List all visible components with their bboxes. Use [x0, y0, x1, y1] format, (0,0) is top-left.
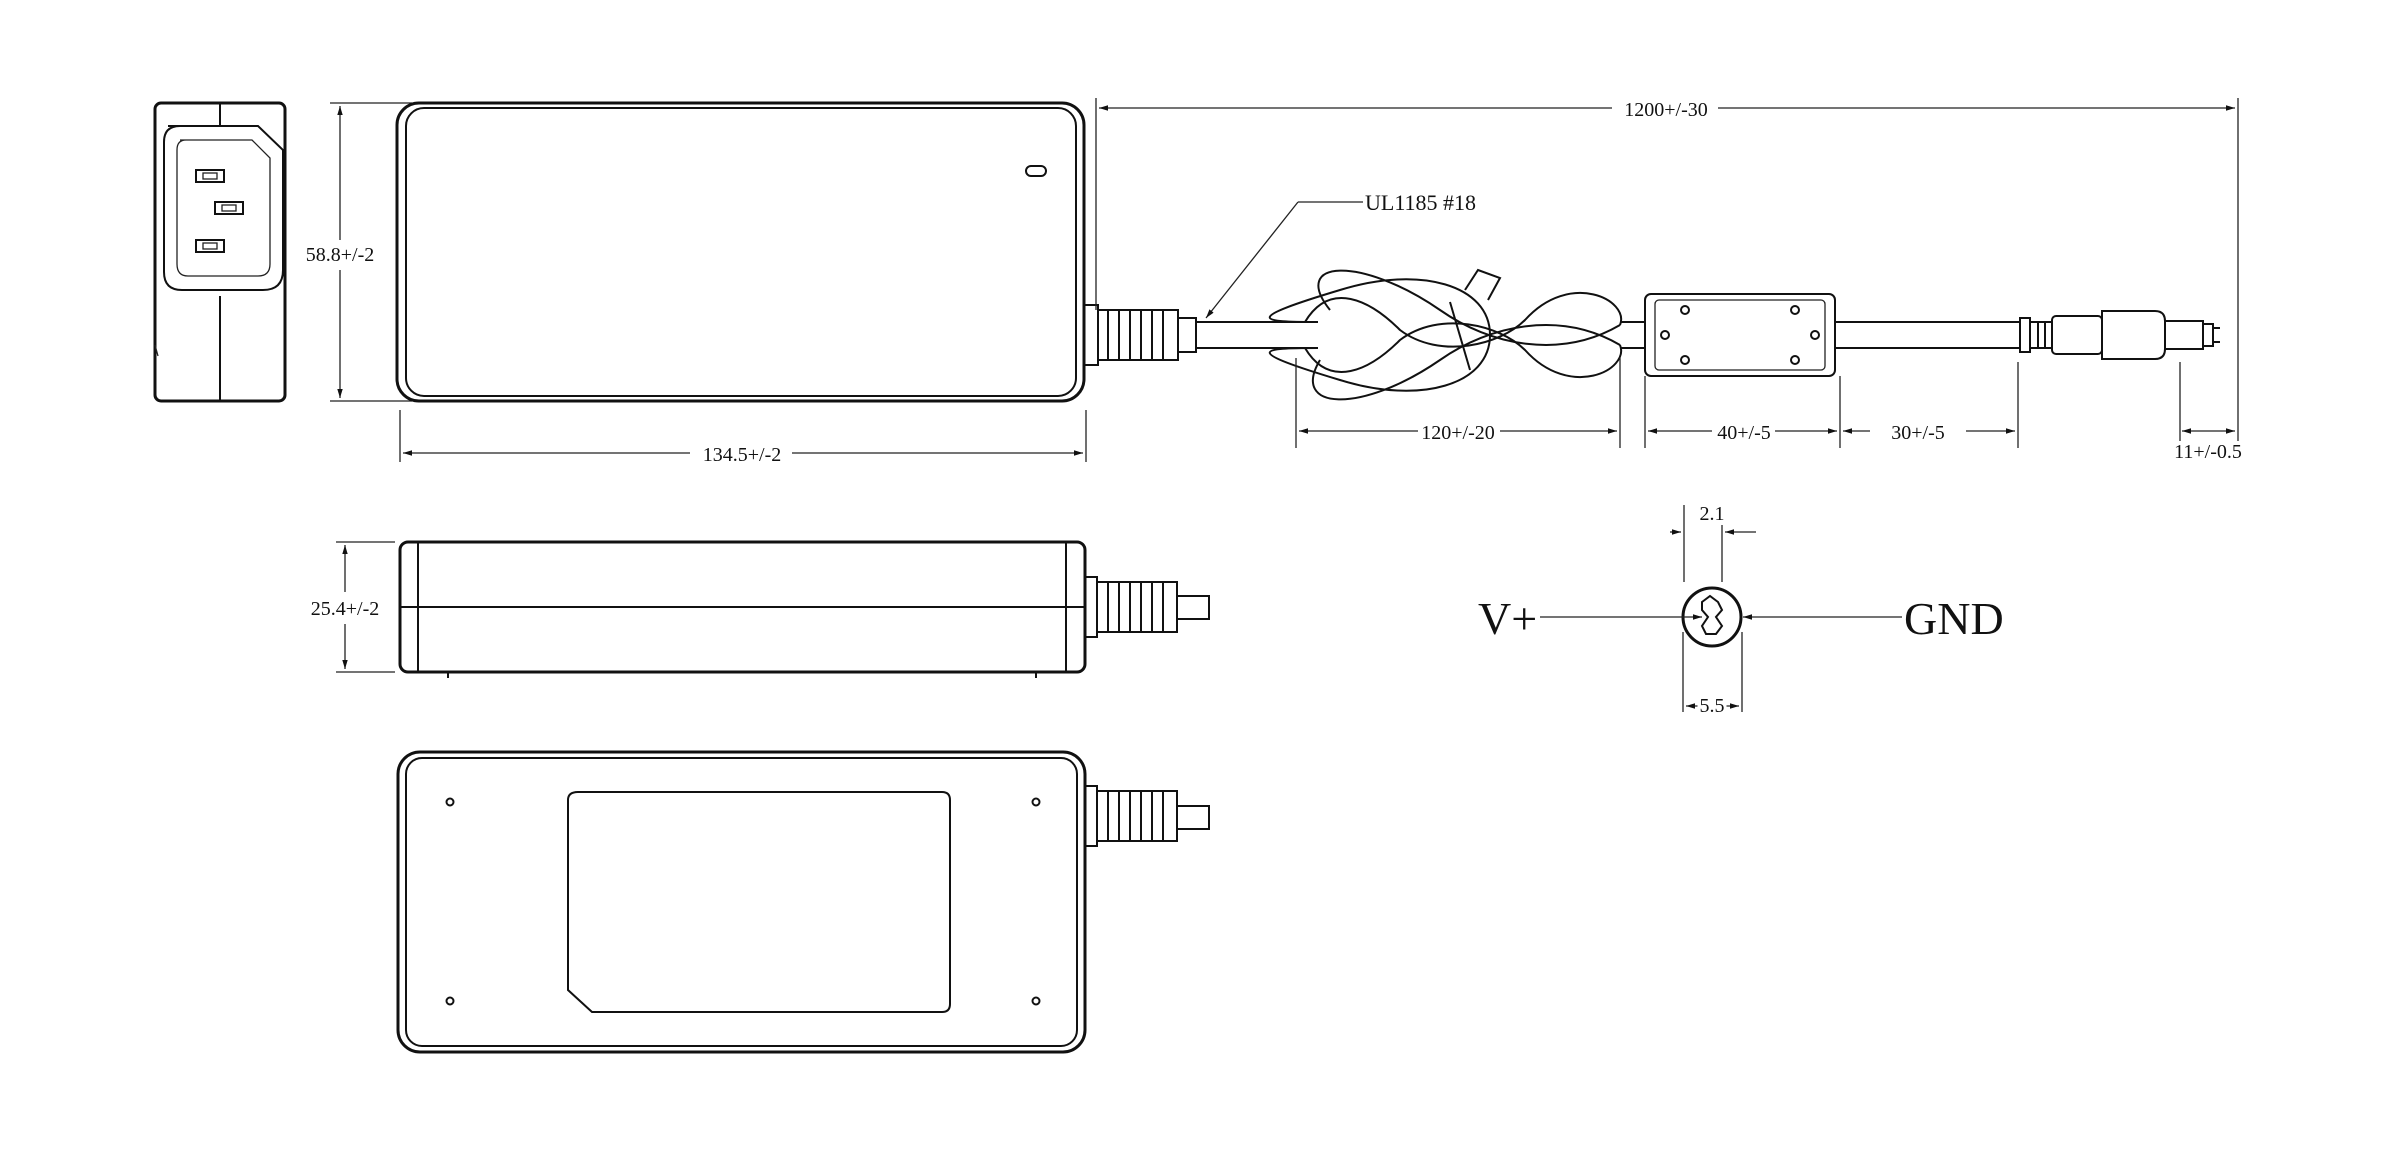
- ferrite-dimension: 40+/-5: [1644, 376, 1841, 448]
- dc-plug: [2019, 310, 2220, 360]
- cable-length-dimension: 1200+/-30: [1095, 98, 2239, 455]
- cable-spec-label: UL1185 #18: [1365, 190, 1476, 215]
- to-plug-dimension-label: 30+/-5: [1891, 422, 1945, 444]
- to-plug-dimension: 30+/-5: [1843, 362, 2019, 448]
- label-backing: [1476, 593, 1540, 644]
- loop-dimension: 120+/-20: [1295, 358, 1621, 448]
- dc-cable: [1196, 268, 1645, 401]
- ferrite-dimension-label: 40+/-5: [1717, 422, 1771, 444]
- top-view-body: [395, 101, 1086, 403]
- height-dimension-label: 58.8+/-2: [306, 244, 375, 266]
- label-backing: [1889, 422, 1947, 444]
- ferrite-core: [1644, 293, 1836, 377]
- plug-tip-dimension-label: 11+/-0.5: [2174, 441, 2242, 463]
- height-dimension: 58.8+/-2: [303, 102, 412, 402]
- cable-length-label: 1200+/-30: [1624, 99, 1708, 121]
- loop-dimension-label: 120+/-20: [1421, 422, 1495, 444]
- end-view-inlet: [153, 101, 287, 403]
- label-backing: [1697, 695, 1727, 717]
- label-area: [567, 791, 951, 1013]
- label-backing: [1697, 503, 1727, 525]
- thickness-dimension: 25.4+/-2: [308, 541, 395, 673]
- inlet-pins: [195, 169, 244, 253]
- outer-diameter-label: 5.5: [1700, 695, 1725, 717]
- side-view-body: [398, 540, 1087, 678]
- positive-label: V+: [1478, 593, 1537, 644]
- label-backing: [1363, 190, 1479, 215]
- bottom-view-body: [396, 750, 1087, 1054]
- label-backing: [1419, 422, 1497, 444]
- label-backing: [1902, 593, 2006, 644]
- inner-diameter-label: 2.1: [1700, 503, 1725, 525]
- ground-label: GND: [1904, 593, 2004, 644]
- plug-polarity-detail: 2.1 5.5 V+ GND: [1476, 503, 2006, 717]
- plug-tip-dimension: 11+/-0.5: [2172, 362, 2244, 463]
- length-dimension: 134.5+/-2: [399, 410, 1087, 466]
- strain-relief-side: [1084, 576, 1210, 638]
- length-dimension-label: 134.5+/-2: [703, 444, 782, 466]
- strain-relief-top: [1083, 304, 1197, 366]
- label-backing: [303, 244, 377, 266]
- cable-spec-callout: UL1185 #18: [1205, 190, 1479, 319]
- label-backing: [308, 598, 382, 620]
- dc-cable-end: [1835, 321, 2020, 349]
- thickness-dimension-label: 25.4+/-2: [311, 598, 380, 620]
- label-backing: [700, 444, 784, 466]
- led-indicator: [1025, 165, 1047, 177]
- label-backing: [1622, 99, 1710, 121]
- label-backing: [1715, 422, 1773, 444]
- strain-relief-bottom: [1084, 785, 1210, 847]
- label-backing: [2172, 441, 2244, 463]
